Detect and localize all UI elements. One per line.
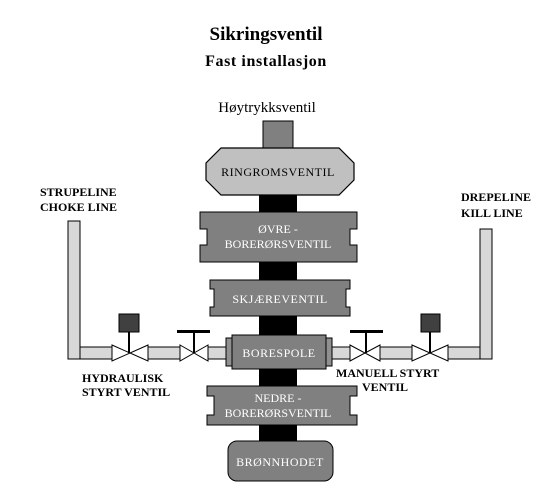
stack-connector [259, 425, 297, 441]
manual-valve [192, 344, 209, 362]
kill-line-pipe [447, 346, 481, 360]
stack-connector [259, 195, 297, 212]
hydraulic-valve [111, 344, 132, 362]
lower-pipe-ram-label-2: BORERØRSVENTIL [225, 406, 332, 420]
kill-line-label-1: DREPELINE [461, 190, 531, 204]
spool-flange-right [325, 337, 333, 367]
diagram-title: Sikringsventil [210, 24, 323, 45]
upper-pipe-ram-label-1: ØVRE - [258, 222, 298, 236]
hydraulic-valve [411, 344, 432, 362]
shear-ram-label: SKJÆREVENTIL [232, 292, 327, 306]
manual-valve-wheel [350, 330, 383, 333]
manual-valve [349, 344, 367, 362]
choke-line-pipe [79, 346, 113, 360]
upper-pipe-ram-label-2: BORERØRSVENTIL [225, 237, 332, 251]
manual-valve-label-2: VENTIL [362, 380, 408, 394]
kill-line-riser [479, 228, 493, 360]
manual-valve-label-1: MANUELL STYRT [336, 366, 439, 380]
kill-line-pipe [379, 346, 413, 360]
kill-line-label-2: KILL LINE [461, 206, 523, 220]
manual-valve-wheel [177, 330, 210, 333]
hydraulic-actuator [420, 313, 441, 333]
hydraulic-valve-label-1: HYDRAULISK [82, 371, 164, 385]
upper-pipe-ram [199, 211, 358, 263]
wellhead-label: BRØNNHODET [236, 455, 324, 469]
choke-line-pipe [207, 346, 227, 360]
choke-line-pipe [147, 346, 181, 360]
drilling-spool [231, 334, 327, 370]
diagram-subtitle: Fast installasjon [205, 53, 327, 70]
kill-line-pipe [331, 346, 351, 360]
choke-line-label-1: STRUPELINE [40, 185, 117, 199]
hydraulic-actuator [118, 313, 140, 333]
choke-line-label-2: CHOKE LINE [40, 200, 117, 214]
stack-connector [259, 261, 297, 280]
hydraulic-valve [128, 344, 149, 362]
annular-preventer-label: RINGROMSVENTIL [221, 165, 335, 179]
hydraulic-valve-label-2: STYRT VENTIL [82, 385, 170, 399]
manual-valve [179, 344, 196, 362]
top-pipe [262, 120, 294, 150]
top-valve-label: Høytrykksventil [218, 100, 316, 116]
wellhead [227, 440, 334, 482]
spool-flange-left [225, 337, 233, 367]
manual-valve [363, 344, 381, 362]
hydraulic-valve [428, 344, 449, 362]
choke-line-riser [67, 220, 81, 360]
lower-pipe-ram [206, 385, 358, 426]
stack-connector [259, 369, 297, 386]
stack-connector [259, 316, 297, 335]
lower-pipe-ram-label-1: NEDRE - [255, 391, 302, 405]
drilling-spool-label: BORESPOLE [242, 346, 315, 360]
shear-ram [209, 279, 351, 317]
annular-preventer [205, 147, 355, 196]
